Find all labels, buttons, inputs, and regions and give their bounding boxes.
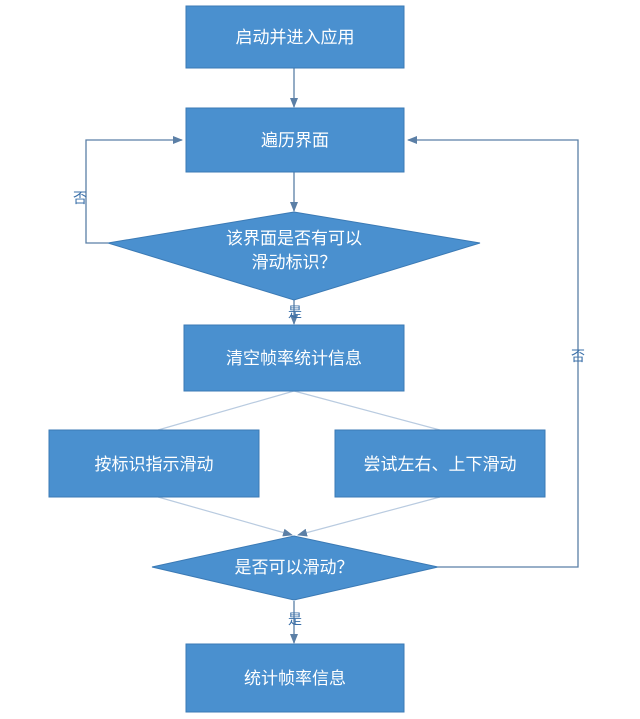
node-check-marker-label-line2: 滑动标识？	[252, 253, 337, 273]
edge-can-swipe-no-loop	[407, 136, 579, 568]
node-swipe-marker-label: 按标识指示滑动	[95, 455, 214, 475]
node-traverse: 遍历界面	[185, 107, 405, 173]
node-swipe-marker: 按标识指示滑动	[48, 429, 260, 498]
node-try-swipe-label: 尝试左右、上下滑动	[364, 455, 517, 475]
node-start-label: 启动并进入应用	[236, 28, 355, 48]
node-can-swipe: 是否可以滑动？	[151, 535, 439, 601]
node-traverse-label: 遍历界面	[261, 131, 329, 151]
label-yes-1: 是	[288, 305, 302, 321]
edge-swipe-marker-can-swipe	[157, 496, 293, 537]
edge-check-no-loop	[85, 136, 183, 244]
node-clear-stats-label: 清空帧率统计信息	[226, 349, 362, 369]
node-can-swipe-label: 是否可以滑动？	[235, 558, 354, 578]
label-yes-2: 是	[288, 612, 302, 628]
edge-clear-try-swipe	[293, 390, 441, 431]
edge-clear-swipe-marker	[157, 390, 295, 431]
node-start: 启动并进入应用	[185, 5, 405, 69]
edge-try-swipe-can-swipe	[297, 496, 441, 537]
label-no-right: 否	[571, 349, 585, 365]
node-try-swipe: 尝试左右、上下滑动	[334, 429, 546, 498]
node-clear-stats: 清空帧率统计信息	[183, 324, 405, 392]
label-no-left: 否	[73, 191, 87, 207]
node-check-marker: 该界面是否有可以 滑动标识？	[107, 211, 481, 301]
node-check-marker-label-line1: 该界面是否有可以	[226, 229, 362, 249]
node-collect-stats: 统计帧率信息	[185, 643, 405, 713]
node-collect-stats-label: 统计帧率信息	[244, 669, 346, 689]
